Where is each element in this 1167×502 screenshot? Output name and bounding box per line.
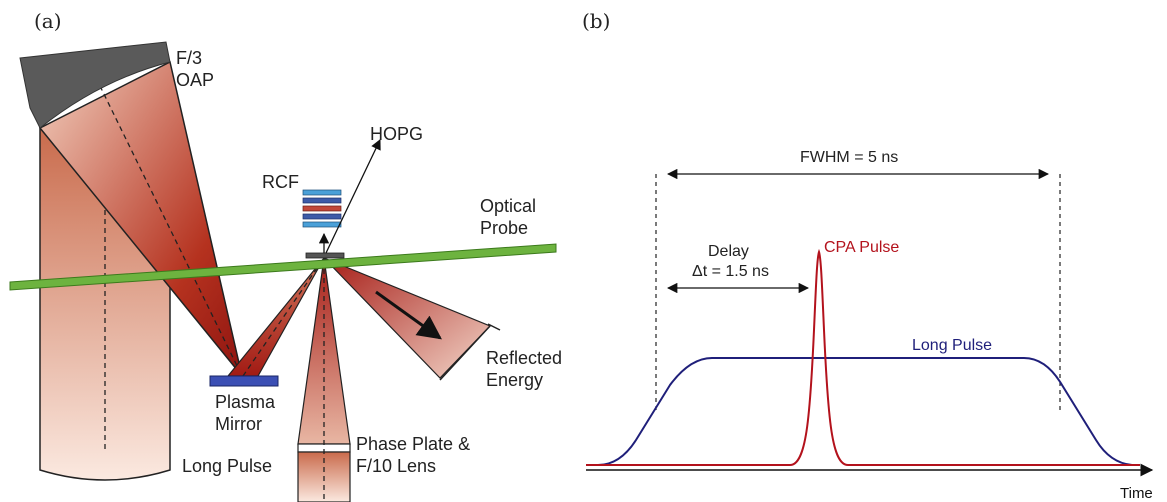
long-pulse-label: Long Pulse <box>182 456 272 476</box>
optical-probe-label: Optical Probe <box>480 196 541 238</box>
cpa-pulse-label: CPA Pulse <box>824 239 899 256</box>
delay-label: Delay Δt = 1.5 ns <box>692 243 769 280</box>
hopg-label: HOPG <box>370 124 423 144</box>
oap-label: F/3 OAP <box>176 48 214 90</box>
oap-label-line1: F/3 <box>176 48 202 68</box>
reflected-energy-label: Reflected Energy <box>486 348 567 390</box>
target <box>305 252 345 259</box>
optical-probe-beam <box>9 243 557 291</box>
reflected-arrow <box>375 290 442 340</box>
panel-b: (b) Time FWHM = 5 ns Delay Δt = 1.5 ns L… <box>582 9 1154 502</box>
reflected-energy-beam <box>323 257 492 379</box>
reflected-detector <box>439 323 501 381</box>
fwhm-label: FWHM = 5 ns <box>800 149 898 166</box>
rcf-label: RCF <box>262 172 299 192</box>
panel-b-label: (b) <box>582 9 610 33</box>
panel-a-label: (a) <box>34 9 62 33</box>
hopg-arrow <box>325 139 381 254</box>
long-pulse-curve <box>586 357 1140 466</box>
phase-plate-label: Phase Plate & F/10 Lens <box>356 434 475 476</box>
oap-mirror <box>19 41 171 129</box>
time-axis-label: Time <box>1120 485 1153 502</box>
plasma-mirror <box>209 375 279 387</box>
rcf-stack <box>302 189 342 228</box>
panel-a: (a) F/3 OAP Plasma Mirror Phase Plate & … <box>9 9 567 502</box>
oap-label-line2: OAP <box>176 70 214 90</box>
plasma-mirror-label: Plasma Mirror <box>215 392 280 434</box>
beam-axis-pm <box>242 257 325 377</box>
long-pulse-curve-label: Long Pulse <box>912 337 992 354</box>
cpa-pulse-curve <box>586 248 1140 466</box>
